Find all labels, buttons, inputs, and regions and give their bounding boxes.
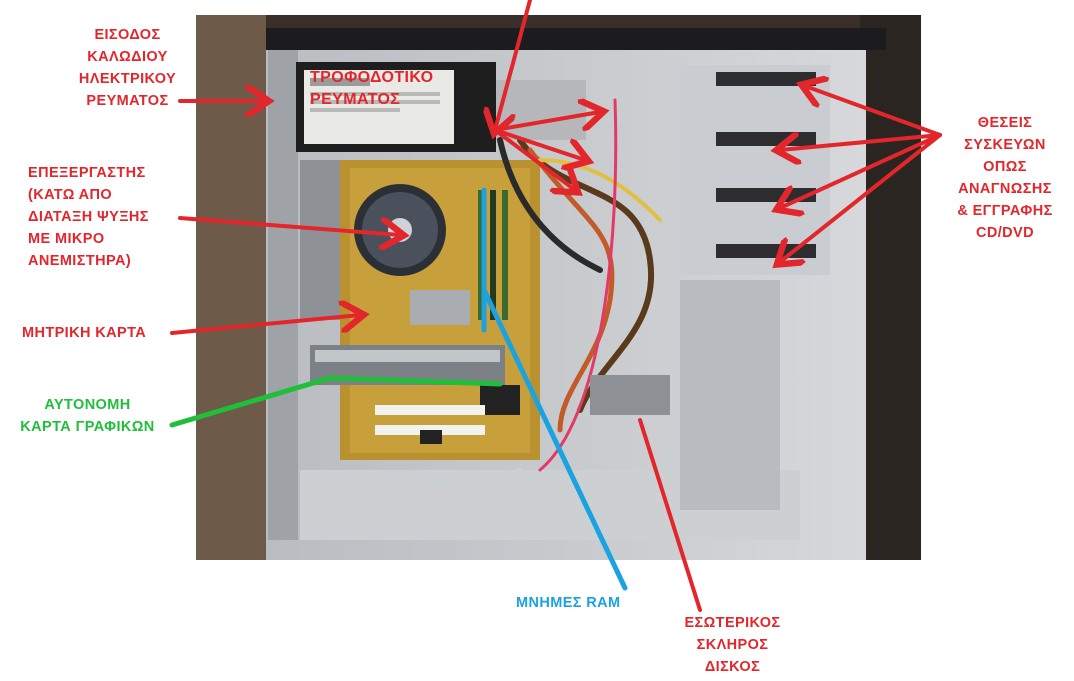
hard-disk-body xyxy=(590,375,670,415)
arrow-bay-1 xyxy=(805,86,942,137)
arrow-motherboard xyxy=(170,315,360,335)
label-hard-disk: ΕΣΩΤΕΡΙΚΟΣ ΣΚΛΗΡΟΣ ΔΙΣΚΟΣ xyxy=(684,615,781,675)
red-arrows xyxy=(170,0,942,612)
label-power-input: ΕΙΣΟΔΟΣ ΚΑΛΩΔΙΟΥ ΗΛΕΚΤΡΙΚΟΥ ΡΕΥΜΑΤΟΣ xyxy=(78,27,177,109)
arrow-bay-4 xyxy=(780,133,942,262)
arrow-cable-2 xyxy=(493,128,585,160)
label-drive-bays: ΘΕΣΕΙΣ ΣΥΣΚΕΥΩΝ ΟΠΩΣ ΑΝΑΓΝΩΣΗΣ & ΕΓΓΡΑΦΗ… xyxy=(957,115,1053,241)
arrow-power-supply xyxy=(495,0,532,130)
graphics-card-highlight xyxy=(327,375,503,387)
arrow-bay-2 xyxy=(780,135,942,150)
arrow-ram xyxy=(481,287,628,591)
blue-arrows xyxy=(481,187,628,591)
label-ram: ΜΝΗΜΕΣ RAM xyxy=(516,595,621,611)
label-motherboard: ΜΗΤΡΙΚΗ ΚΑΡΤΑ xyxy=(22,325,147,341)
arrow-bay-3 xyxy=(780,133,942,208)
motherboard-board xyxy=(310,160,540,460)
label-graphics-card: ΑΥΤΟΝΟΜΗ ΚΑΡΤΑ ΓΡΑΦΙΚΩΝ xyxy=(20,397,155,435)
arrow-cpu xyxy=(178,216,400,235)
label-cpu: ΕΠΕΞΕΡΓΑΣΤΗΣ (ΚΑΤΩ ΑΠΟ ΔΙΑΤΑΞΗ ΨΥΞΗΣ ΜΕ … xyxy=(28,165,149,269)
case-photo xyxy=(196,15,921,560)
green-arrows xyxy=(169,375,503,428)
arrow-hard-disk xyxy=(638,418,702,612)
arrow-cable-1 xyxy=(493,112,600,132)
arrow-cable-3 xyxy=(493,128,575,190)
arrow-graphics-card xyxy=(169,375,333,428)
power-supply-unit xyxy=(296,62,586,152)
label-power-supply: ΤΡΟΦΟΔΟΤΙΚΟ ΡΕΥΜΑΤΟΣ xyxy=(310,69,434,108)
